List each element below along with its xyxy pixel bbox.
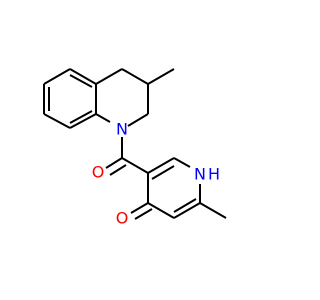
bond (147, 202, 175, 219)
bond (173, 157, 191, 168)
bond (173, 198, 197, 213)
bond (95, 68, 123, 85)
bond (121, 68, 149, 85)
bond (43, 68, 71, 85)
ring-nitrogen-label: N (116, 120, 128, 139)
pyridone-oxygen-label: O (116, 209, 129, 228)
bond (199, 202, 227, 219)
bond (43, 113, 71, 129)
bond (69, 68, 97, 85)
bond (109, 164, 127, 176)
bond (130, 202, 149, 214)
bond (134, 208, 153, 220)
bond (151, 165, 175, 180)
pyridone-nitrogen-label: N (194, 165, 206, 184)
carbonyl-oxygen-label: O (92, 163, 105, 182)
molecule-structure: N O N H O (43, 68, 227, 228)
bond (121, 157, 149, 174)
bond (95, 113, 111, 123)
bond (69, 110, 93, 124)
bond (127, 113, 149, 127)
pyridone-hydrogen-label: H (208, 165, 220, 184)
bond (173, 202, 201, 219)
bond (147, 157, 175, 174)
bond (69, 74, 93, 88)
bond (69, 113, 97, 129)
structure-canvas: N O N H O (43, 68, 227, 228)
bond (147, 68, 175, 85)
bond (105, 157, 123, 169)
